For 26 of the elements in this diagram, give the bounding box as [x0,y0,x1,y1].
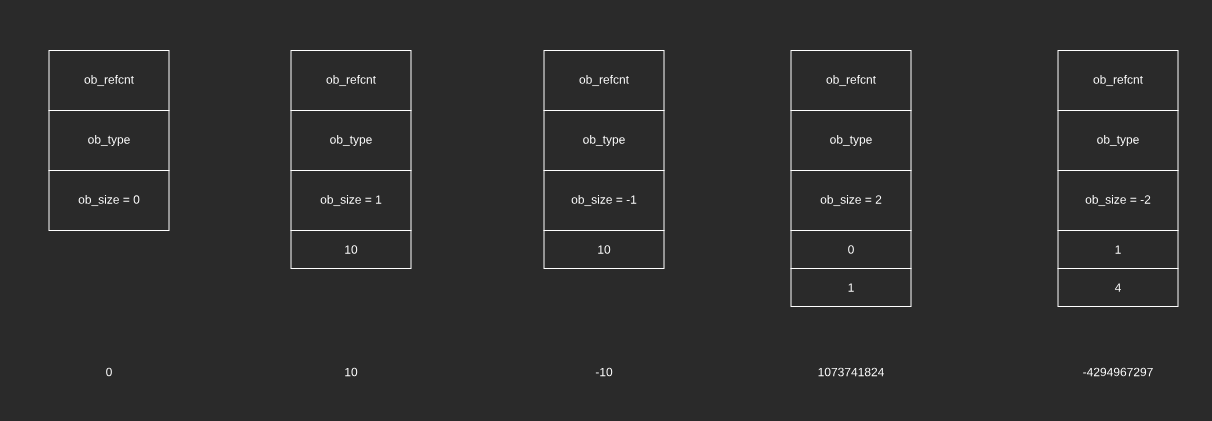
memory-cell: ob_type [1057,110,1179,171]
memory-cell: 10 [543,230,665,269]
memory-cell: ob_size = 2 [790,170,912,231]
memory-cell: ob_size = -2 [1057,170,1179,231]
memory-cell: ob_refcnt [48,50,170,111]
value-label: -4294967297 [1083,367,1153,377]
memory-cell: ob_refcnt [790,50,912,111]
memory-cell: ob_refcnt [290,50,412,111]
memory-cell: ob_size = -1 [543,170,665,231]
memory-cell: ob_type [48,110,170,171]
memory-cell: ob_type [790,110,912,171]
value-label: -10 [595,367,613,377]
memory-cell: 0 [790,230,912,269]
value-label: 10 [345,367,358,377]
memory-cell: ob_type [543,110,665,171]
memory-cell: ob_refcnt [543,50,665,111]
value-label: 1073741824 [818,367,884,377]
value-label: 0 [106,367,112,377]
memory-cell: 10 [290,230,412,269]
memory-cell: 1 [1057,230,1179,269]
memory-cell: ob_refcnt [1057,50,1179,111]
memory-cell: 1 [790,268,912,307]
memory-cell: ob_size = 1 [290,170,412,231]
memory-cell: ob_type [290,110,412,171]
memory-cell: 4 [1057,268,1179,307]
memory-cell: ob_size = 0 [48,170,170,231]
